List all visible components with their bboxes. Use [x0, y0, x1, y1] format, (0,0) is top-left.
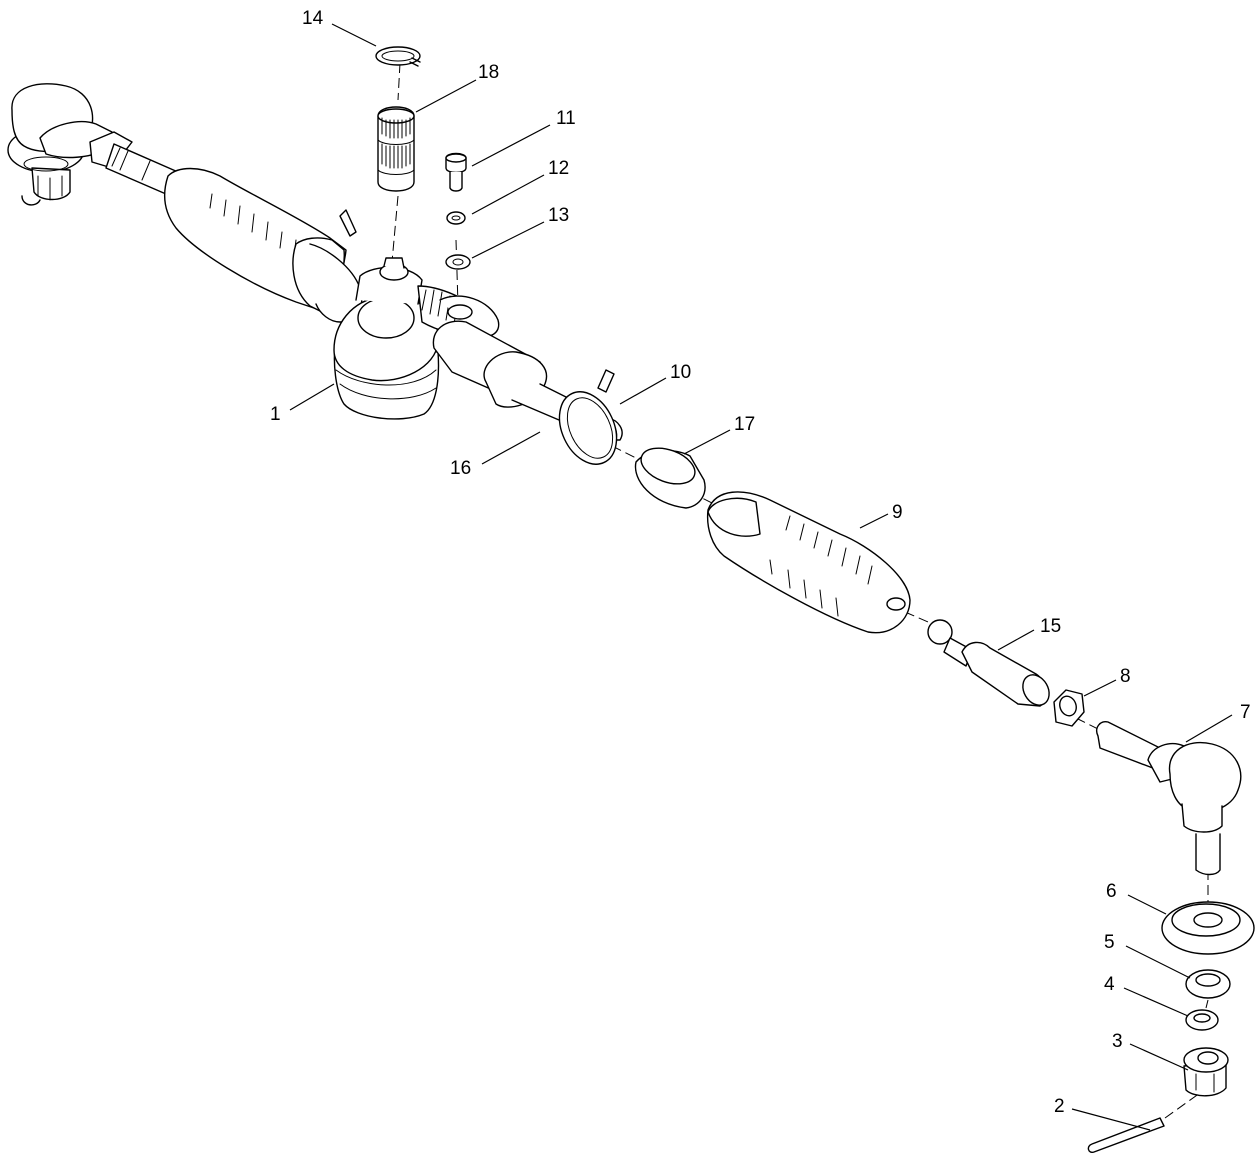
boot-clamp-right — [558, 369, 618, 465]
snap-ring — [375, 46, 421, 67]
callout-3: 3 — [1112, 1031, 1123, 1052]
callout-7: 7 — [1240, 702, 1251, 723]
callout-11: 11 — [556, 108, 576, 129]
left-boot — [164, 167, 363, 323]
right-tie-rod-end — [1096, 721, 1242, 876]
callout-5: 5 — [1104, 932, 1115, 953]
callout-15: 15 — [1040, 616, 1061, 637]
flat-washer — [1185, 969, 1231, 999]
callout-9: 9 — [892, 502, 903, 523]
callout-1: 1 — [270, 404, 281, 425]
assembly-centerlines — [391, 62, 1209, 1119]
cotter-pin — [1087, 1117, 1165, 1153]
callout-4: 4 — [1104, 974, 1115, 995]
right-boot — [706, 491, 911, 634]
callout-14: 14 — [302, 8, 324, 29]
callout-18: 18 — [478, 62, 499, 83]
left-inner-tie-rod — [89, 131, 179, 195]
callout-17: 17 — [734, 414, 755, 435]
bolt-flat-washer — [445, 254, 471, 270]
rack-housing — [333, 257, 500, 420]
callout-13: 13 — [548, 205, 569, 226]
callout-16: 16 — [450, 458, 471, 479]
callout-8: 8 — [1120, 666, 1131, 687]
leader-lines — [289, 23, 1233, 1131]
pinion-shaft — [377, 106, 415, 192]
callout-6: 6 — [1106, 881, 1117, 902]
left-tie-rod-end — [7, 83, 113, 206]
callout-2: 2 — [1054, 1096, 1065, 1117]
bolt — [445, 152, 467, 192]
castle-nut — [1183, 1047, 1229, 1097]
inner-tie-rod — [927, 619, 1050, 707]
bolt-lock-washer — [446, 211, 466, 225]
lock-washer — [1185, 1009, 1219, 1031]
cone-washer — [1161, 901, 1255, 955]
callout-10: 10 — [670, 362, 691, 383]
callout-12: 12 — [548, 158, 569, 179]
callout-labels: 14 18 11 12 13 1 16 10 17 9 15 8 7 6 5 4… — [270, 8, 1251, 1117]
jam-nut — [1053, 689, 1085, 727]
bushing — [634, 447, 706, 509]
